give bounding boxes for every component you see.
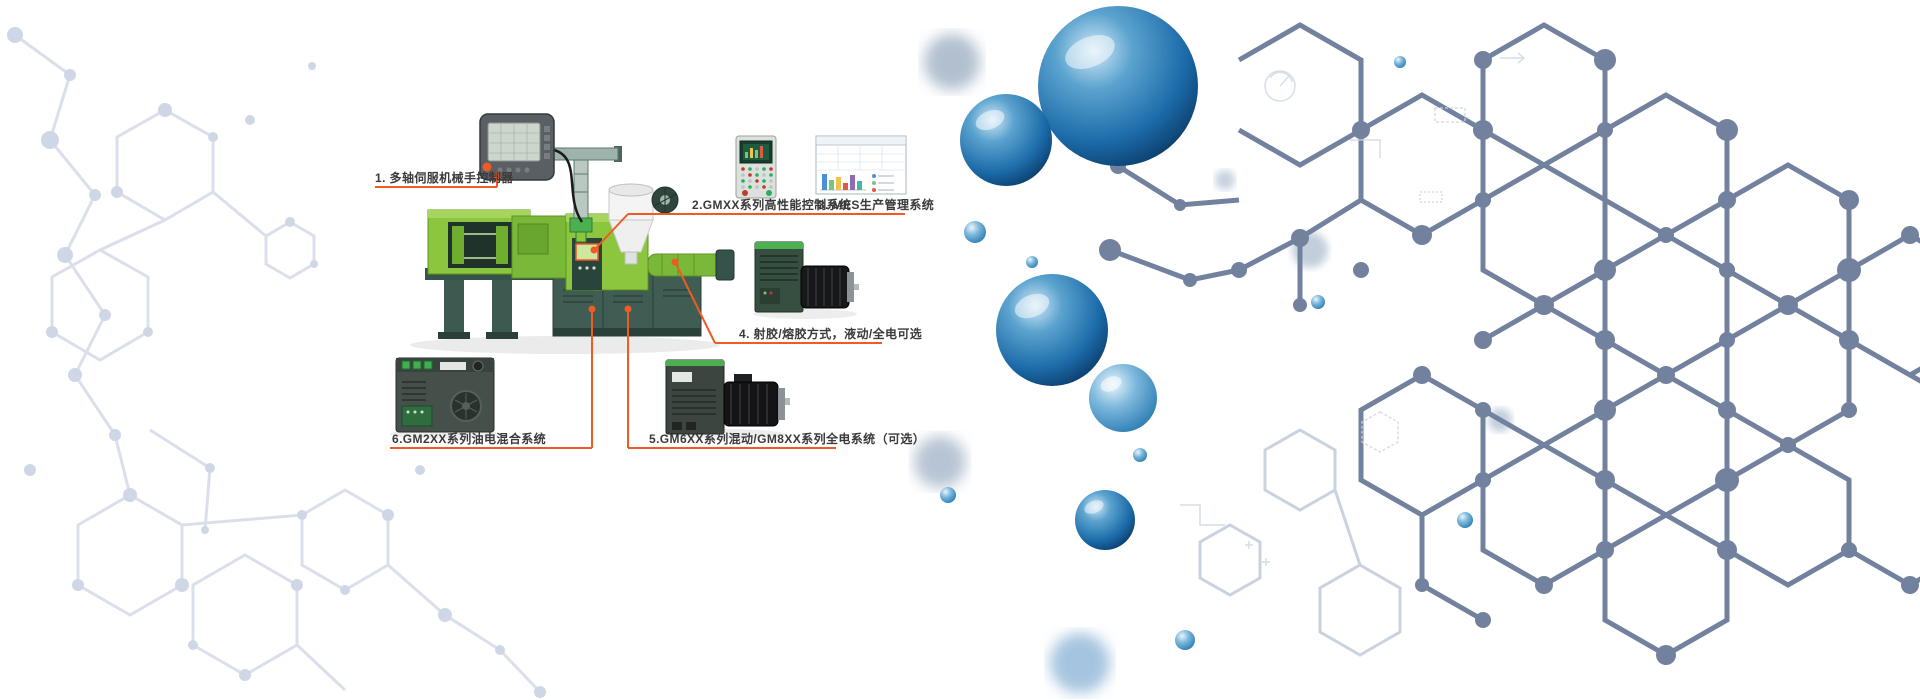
machine-control-panel	[572, 238, 602, 290]
callout-label-6: 6.GM2XX系列油电混合系统	[392, 432, 547, 446]
molecule-decoration-right	[914, 6, 1920, 693]
mes-bar-chart	[820, 174, 866, 191]
sphere-decoration	[940, 6, 1473, 650]
machine-scene	[375, 113, 907, 449]
callout-label-5: 5.GM6XX系列混动/GM8XX系列全电系统（可选）	[649, 432, 926, 446]
network-nodes	[1099, 49, 1919, 665]
bokeh-spheres	[914, 34, 1512, 693]
mes-screen-image	[815, 135, 907, 195]
tech-doodles	[1180, 52, 1526, 566]
pendant-highlight-dot	[482, 162, 492, 172]
callout-connectors	[375, 172, 905, 449]
callout-line-1	[375, 172, 501, 188]
electric-drive-motor-image	[665, 359, 790, 439]
controller-device-image	[735, 135, 777, 199]
motor-pulley	[651, 186, 679, 214]
callout-line-6	[390, 305, 596, 449]
machine-shadow	[410, 336, 720, 354]
robot-pendant-controller	[479, 113, 584, 223]
pendant-cable	[553, 148, 584, 223]
molecule-nodes-left	[7, 27, 546, 698]
hexagon-network	[1109, 22, 1920, 658]
hybrid-drive-image	[390, 357, 500, 439]
mes-legend	[872, 174, 894, 192]
callout-label-2: 2.GMXX系列高性能控制系统	[692, 198, 852, 212]
callout-line-2-3	[590, 213, 905, 254]
linear-robot-arm	[538, 146, 622, 243]
callout-label-1: 1. 多轴伺服机械手控制器	[375, 171, 514, 185]
callout-label-3: 3. MES生产管理系统	[818, 198, 935, 212]
hexagon-network-light	[1198, 428, 1402, 657]
servo-drive-motor-image	[753, 241, 859, 319]
callout-label-4: 4. 射胶/熔胶方式，液动/全电可选	[739, 327, 923, 341]
molecule-decoration-left	[7, 27, 546, 698]
injection-molding-machine	[425, 146, 735, 339]
callout-line-4	[671, 258, 882, 344]
callout-line-5	[624, 305, 836, 449]
